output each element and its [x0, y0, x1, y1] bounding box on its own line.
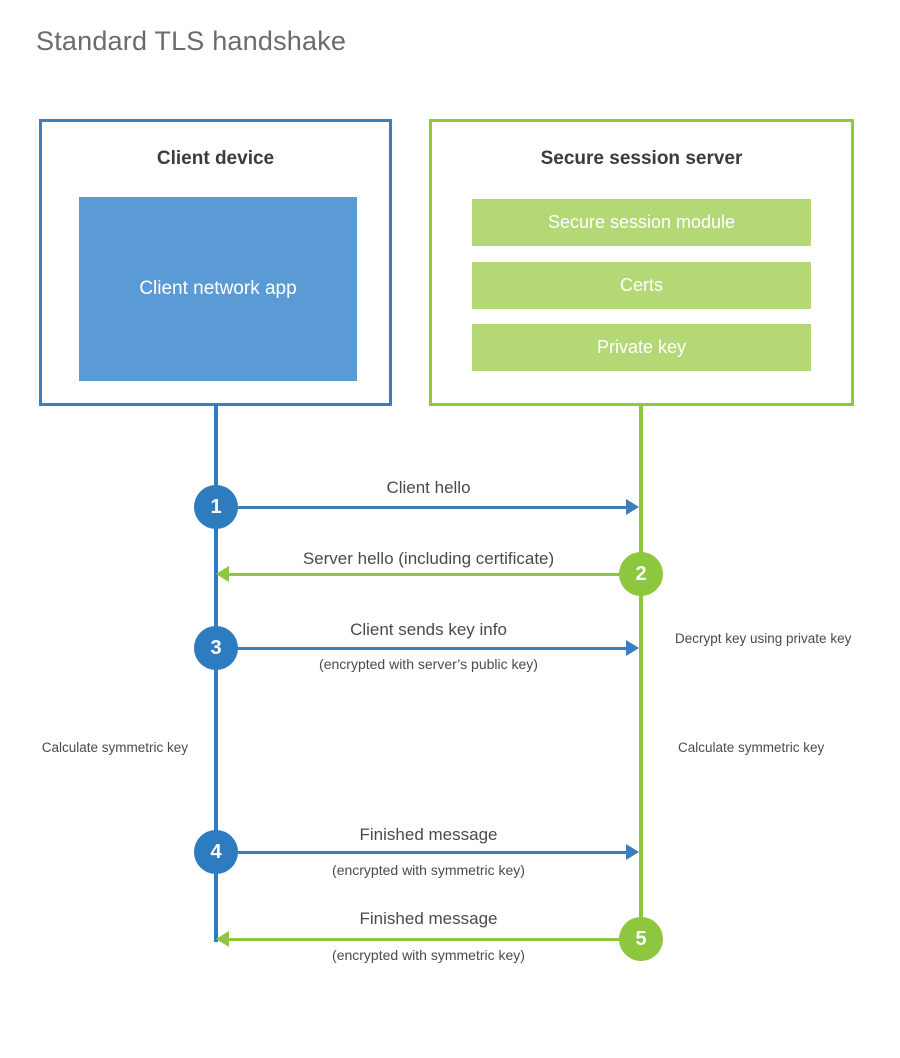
step-5-label: Finished message [359, 909, 498, 928]
step-2-arrow-line [229, 573, 641, 576]
step-4-arrow-line [216, 851, 626, 854]
step-1-label: Client hello [386, 478, 471, 497]
secure-session-server-title: Secure session server [540, 148, 743, 169]
server-module-private-key: Private key [472, 324, 811, 371]
step-4-sublabel: (encrypted with symmetric key) [332, 862, 525, 878]
step-1-arrow-line [216, 506, 626, 509]
step-4-arrow-head-icon [626, 844, 639, 860]
decrypt-key-note: Decrypt key using private key [675, 631, 852, 646]
step-1-arrow-head-icon [626, 499, 639, 515]
server-module-secure-session-module: Secure session module [472, 199, 811, 246]
step-marker-3[interactable]: 3 [194, 626, 238, 670]
client-lifeline [214, 405, 218, 942]
step-3-label: Client sends key info [350, 620, 507, 639]
step-4-label: Finished message [359, 825, 498, 844]
client-device-box: Client device Client network app [39, 119, 392, 406]
page-title: Standard TLS handshake [36, 26, 347, 56]
step-2-arrow-head-icon [216, 566, 229, 582]
step-3-arrow-line [216, 647, 626, 650]
step-marker-1[interactable]: 1 [194, 485, 238, 529]
server-module-certs: Certs [472, 262, 811, 309]
client-network-app-block: Client network app [79, 197, 357, 381]
step-3-arrow-head-icon [626, 640, 639, 656]
step-5-arrow-head-icon [216, 931, 229, 947]
client-calculate-symmetric-key-note: Calculate symmetric key [41, 740, 188, 755]
step-5-sublabel: (encrypted with symmetric key) [332, 947, 525, 963]
step-marker-5[interactable]: 5 [619, 917, 663, 961]
step-2-label: Server hello (including certificate) [302, 549, 555, 568]
step-3-sublabel: (encrypted with server’s public key) [319, 656, 538, 672]
secure-session-server-box: Secure session server Secure session mod… [429, 119, 854, 406]
server-calculate-symmetric-key-note: Calculate symmetric key [678, 740, 825, 755]
step-marker-4[interactable]: 4 [194, 830, 238, 874]
step-5-arrow-line [229, 938, 641, 941]
client-device-title: Client device [156, 148, 275, 169]
step-marker-2[interactable]: 2 [619, 552, 663, 596]
server-lifeline [639, 405, 643, 942]
